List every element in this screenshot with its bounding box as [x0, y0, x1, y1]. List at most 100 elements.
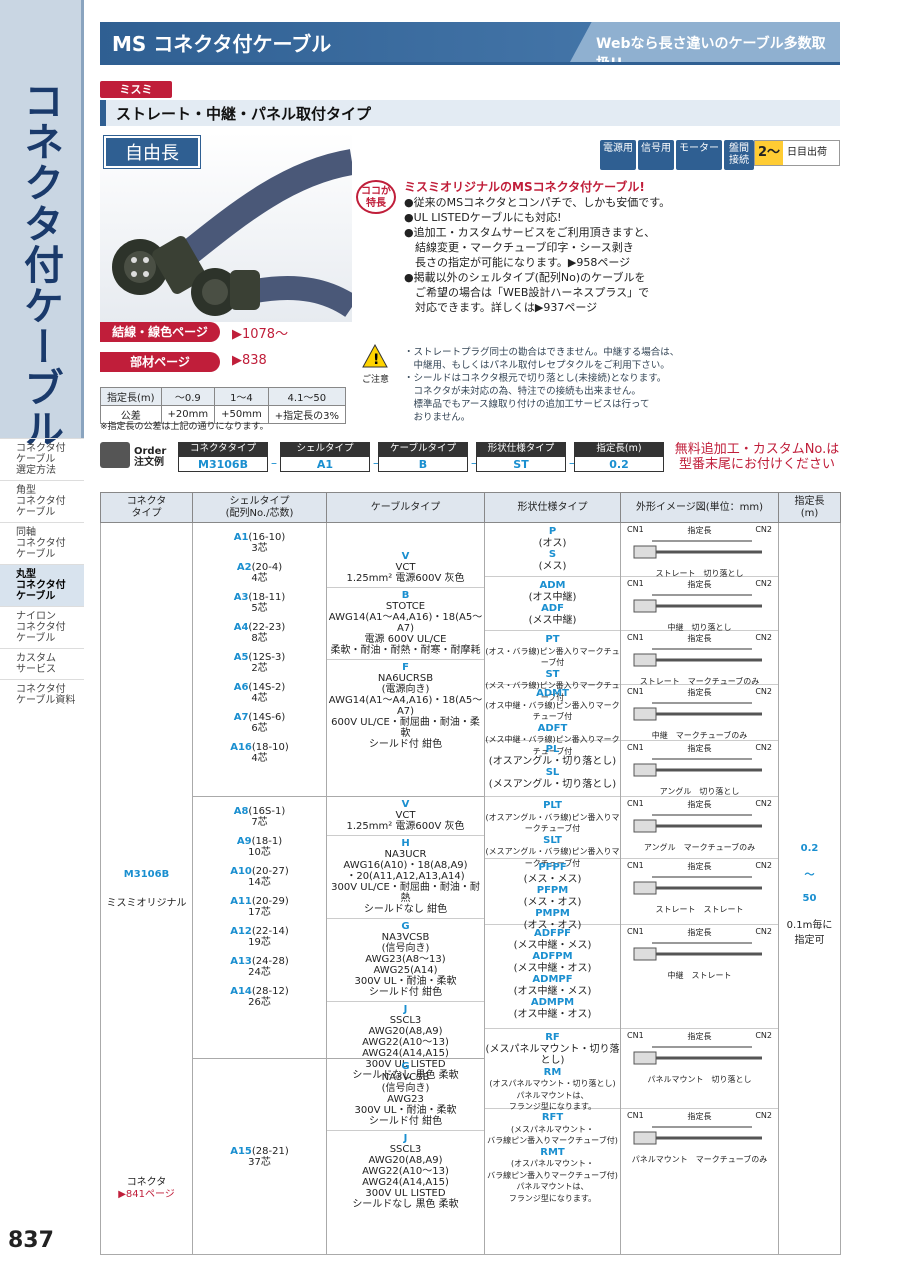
- order-field-header: シェルタイプ: [280, 442, 370, 456]
- parts-page-link[interactable]: ▶838: [232, 353, 267, 368]
- form-column: P(オス)S(メス)ADM(オス中継)ADF(メス中継)PT(オス・バラ線)ピン…: [484, 522, 621, 1255]
- outline-drawing: [633, 702, 762, 721]
- side-nav-item[interactable]: 同軸 コネクタ付 ケーブル: [0, 522, 84, 564]
- image-caption: ストレート 切り落とし: [655, 569, 744, 578]
- image-caption: パネルマウント 切り落とし: [647, 1075, 752, 1084]
- order-field-value: A1: [280, 456, 370, 472]
- side-nav-item[interactable]: カスタム サービス: [0, 648, 84, 679]
- image-caption: アングル マークチューブのみ: [643, 843, 756, 852]
- brand-badge: ミスミ: [100, 81, 172, 98]
- connector-cell: M3106B ミスミオリジナル コネクタ ▶841ページ: [100, 522, 193, 1255]
- form-type: RFT(メスパネルマウント・ バラ線ピン番入りマークチューブ付)RMT(オスパネ…: [487, 1112, 618, 1203]
- table-header: 形状仕様タイプ: [484, 492, 621, 523]
- table-header: 指定長 (m): [778, 492, 841, 523]
- feature-list: ミスミオリジナルのMSコネクタ付ケーブル! ●従来のMSコネクタとコンパチで、し…: [404, 180, 704, 315]
- table-header: 外形イメージ図(単位：mm): [620, 492, 779, 523]
- link-wiring[interactable]: 結線・線色ページ: [100, 322, 220, 342]
- side-nav-item[interactable]: コネクタ付 ケーブル資料: [0, 679, 84, 710]
- outline-drawing: [633, 814, 762, 833]
- spec-table: コネクタ タイプシェルタイプ (配列No./芯数)ケーブルタイプ形状仕様タイプ外…: [100, 492, 841, 1255]
- image-caption: パネルマウント マークチューブのみ: [631, 1155, 768, 1164]
- shell-type: A11(20-29)17芯: [230, 896, 289, 918]
- page-title: MS コネクタ付ケーブル: [112, 32, 332, 56]
- caution-label: ご注意: [362, 375, 390, 385]
- vertical-title: コネクタ付ケーブル: [17, 80, 63, 449]
- usage-tags: 電源用信号用モーター盤間 接続: [600, 140, 754, 170]
- outline-drawing: [633, 1126, 762, 1145]
- outline-drawing: [633, 540, 762, 559]
- product-photo: [100, 132, 359, 322]
- side-nav-item[interactable]: コネクタ付 ケーブル 選定方法: [0, 438, 84, 480]
- outline-drawing: [633, 1046, 762, 1065]
- cable-illustration: [112, 149, 359, 318]
- web-promo-link[interactable]: Webなら長さ違いのケーブル多数取扱!!: [570, 22, 840, 62]
- sidebar-band: [0, 0, 84, 438]
- side-nav-item[interactable]: 丸型 コネクタ付 ケーブル: [0, 564, 84, 606]
- order-field-header: コネクタタイプ: [178, 442, 268, 456]
- shell-type: A4(22-23)8芯: [233, 622, 286, 644]
- outline-drawing: [633, 942, 762, 961]
- page-number: 837: [8, 1228, 54, 1253]
- order-field-header: 形状仕様タイプ: [476, 442, 566, 456]
- shipping-badge: 2～ 日目出荷: [754, 140, 840, 166]
- caution-note: ・シールドはコネクタ根元で切り落とし(未接続)となります。 コネクタが未対応の為…: [404, 373, 667, 423]
- shell-type: A8(16S-1)7芯: [233, 806, 286, 828]
- image-caption: 中継 マークチューブのみ: [651, 731, 748, 740]
- warning-icon: !: [362, 344, 388, 368]
- length-column: 0.2 ～ 50 0.1m毎に 指定可: [778, 522, 841, 1255]
- shell-type: A7(14S-6)6芯: [233, 712, 286, 734]
- image-caption: ストレート マークチューブのみ: [639, 677, 760, 686]
- wiring-page-link[interactable]: ▶1078～: [232, 327, 289, 342]
- feature-item: ●掲載以外のシェルタイプ(配列No)のケーブルを ご希望の場合は「WEB設計ハー…: [404, 271, 650, 314]
- order-field-value: B: [378, 456, 468, 472]
- free-custom-note: 無料追加工・カスタムNo.は 型番末尾にお付けください: [674, 442, 840, 472]
- order-dash: –: [471, 456, 477, 470]
- shell-type: A15(28-21)37芯: [230, 1146, 289, 1168]
- order-field: 指定長(m)0.2: [574, 442, 664, 472]
- order-dash: –: [373, 456, 379, 470]
- order-dash: –: [271, 456, 277, 470]
- feature-item: ●追加工・カスタムサービスをご利用頂きますと、 結線変更・マークチューブ印字・シ…: [404, 226, 656, 269]
- subtitle: ストレート・中継・パネル取付タイプ: [100, 100, 840, 126]
- shell-type: A3(18-11)5芯: [233, 592, 286, 614]
- connector-ref-link[interactable]: ▶841ページ: [118, 1189, 175, 1200]
- caution-notes: ・ストレートプラグ同士の勘合はできません。中継する場合は、 中継用、もしくはパネ…: [404, 346, 684, 424]
- form-type: RF(メスパネルマウント・切り落とし)RM(オスパネルマウント・切り落とし) パ…: [485, 1029, 620, 1111]
- order-field-value: M3106B: [178, 456, 268, 472]
- table-header: コネクタ タイプ: [100, 492, 193, 523]
- order-label: Order 注文例: [134, 446, 167, 468]
- ship-label: 日目出荷: [787, 147, 827, 158]
- order-dash: –: [569, 456, 575, 470]
- link-parts[interactable]: 部材ページ: [100, 352, 220, 372]
- form-type: ADM(オス中継)ADF(メス中継): [485, 577, 620, 631]
- order-field-header: ケーブルタイプ: [378, 442, 468, 456]
- side-nav-item[interactable]: ナイロン コネクタ付 ケーブル: [0, 606, 84, 648]
- shell-type: A12(22-14)19芯: [230, 926, 289, 948]
- feature-item: ●UL LISTEDケーブルにも対応!: [404, 211, 562, 224]
- side-nav-item[interactable]: 角型 コネクタ付 ケーブル: [0, 480, 84, 522]
- image-caption: 中継 ストレート: [667, 971, 732, 980]
- image-caption: 中継 切り落とし: [667, 623, 732, 632]
- tolerance-note: ※指定長の公差は上記の通りになります。: [100, 422, 269, 432]
- wiring-page-label: 結線・線色ページ: [100, 322, 220, 342]
